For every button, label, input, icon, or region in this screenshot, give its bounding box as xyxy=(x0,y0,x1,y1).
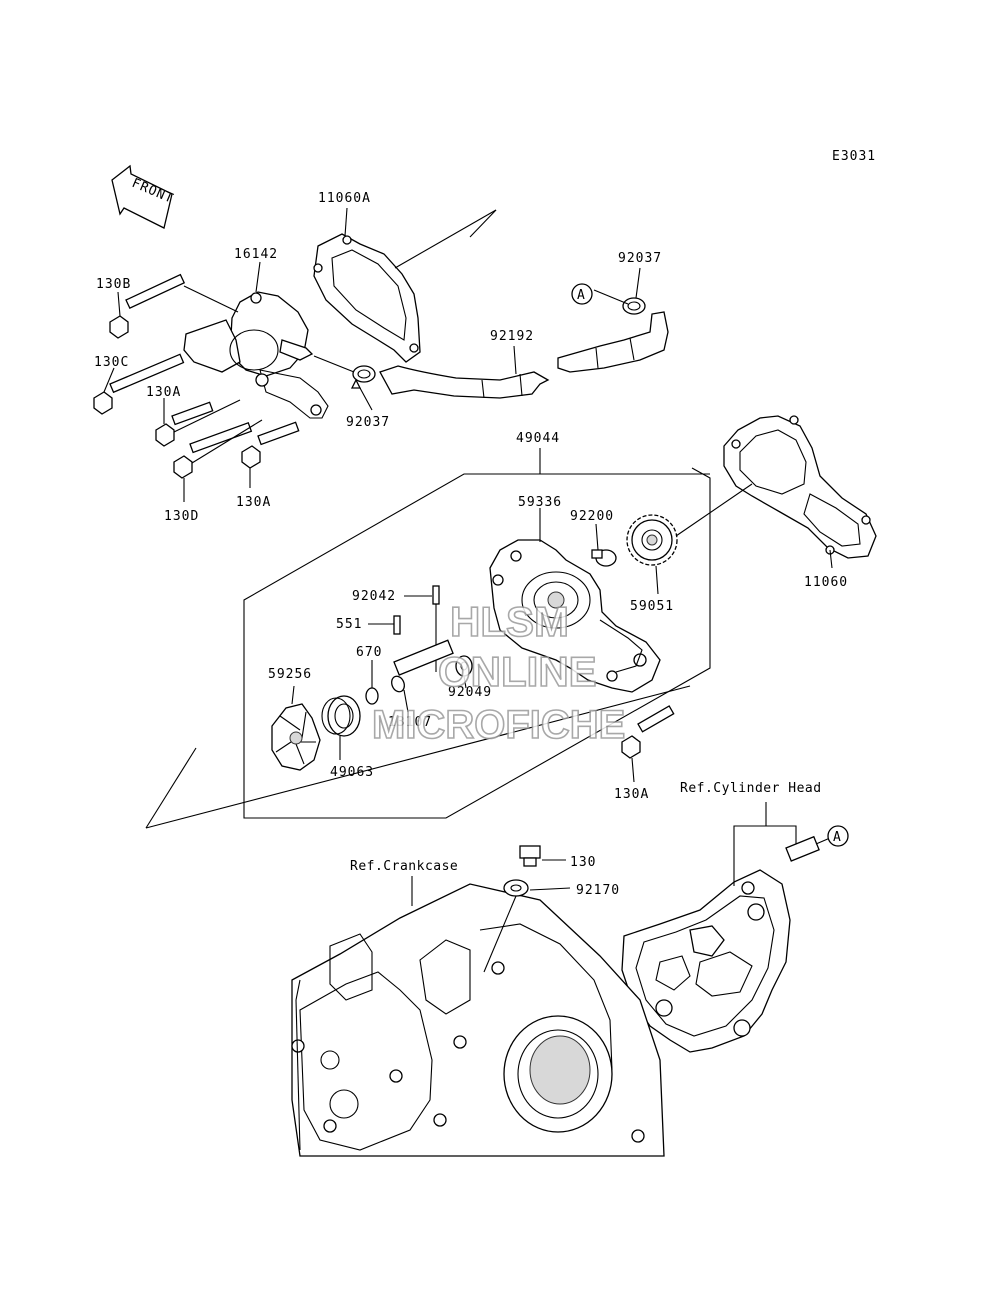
gasket-11060 xyxy=(675,415,877,569)
seal-92049 xyxy=(455,655,473,689)
washer-92200 xyxy=(591,523,617,567)
bolt-130c xyxy=(93,353,185,415)
fitting-ref xyxy=(785,835,831,862)
part-label-551: 551 xyxy=(336,617,362,632)
hose-92192 xyxy=(379,311,669,399)
part-label-13107: 13107 xyxy=(388,715,432,730)
part-label-11060: 11060 xyxy=(804,575,848,590)
impeller-59256 xyxy=(271,685,321,771)
pin-551 xyxy=(368,615,401,635)
callout-a-lower: A xyxy=(827,825,849,847)
cylinder-head-ref xyxy=(621,869,791,1053)
callout-a-upper: A xyxy=(571,283,593,305)
watermark-line-2: ONLINE xyxy=(438,648,597,695)
part-label-92170: 92170 xyxy=(576,883,620,898)
bolt-130b xyxy=(109,273,186,339)
front-arrow-icon: FRONT xyxy=(111,164,176,229)
callout-a-lower-label: A xyxy=(833,830,842,845)
oring-670 xyxy=(365,660,379,705)
part-label-670: 670 xyxy=(356,645,382,660)
part-label-130a-upper: 130A xyxy=(146,385,181,400)
part-label-49044: 49044 xyxy=(516,431,560,446)
part-label-49063: 49063 xyxy=(330,765,374,780)
shaft-13107 xyxy=(391,639,454,713)
callout-a-upper-label: A xyxy=(577,288,586,303)
crankcase-ref xyxy=(291,876,665,1157)
watermark: HLSM ONLINE MICROFICHE xyxy=(371,597,626,748)
pump-body-59336 xyxy=(489,508,661,693)
part-label-92200: 92200 xyxy=(570,509,614,524)
part-label-130a-lower: 130A xyxy=(236,495,271,510)
washer-92170 xyxy=(483,879,571,973)
part-label-59336: 59336 xyxy=(518,495,562,510)
ref-label-crankcase: Ref.Crankcase xyxy=(350,859,458,874)
part-label-92042: 92042 xyxy=(352,589,396,604)
part-label-16142: 16142 xyxy=(234,247,278,262)
part-label-11060a: 11060A xyxy=(318,191,371,206)
part-label-92037-left: 92037 xyxy=(346,415,390,430)
diagram-code: E3031 xyxy=(832,149,876,164)
part-label-130c: 130C xyxy=(94,355,129,370)
bolt-130a-upper xyxy=(155,398,214,447)
watermark-line-3: MICROFICHE xyxy=(372,703,625,747)
bolt-130a-body xyxy=(621,705,675,783)
gasket-11060a xyxy=(313,233,421,363)
part-label-130b: 130B xyxy=(96,277,131,292)
part-label-130d: 130D xyxy=(164,509,199,524)
part-label-59051: 59051 xyxy=(630,599,674,614)
part-label-59256: 59256 xyxy=(268,667,312,682)
bolt-130d xyxy=(173,421,253,502)
clamp-92037-right xyxy=(593,267,646,315)
part-label-130a-body: 130A xyxy=(614,787,649,802)
bolt-130a-lower xyxy=(241,421,300,488)
gear-59051 xyxy=(626,514,678,595)
watermark-line-1: HLSM xyxy=(450,598,569,645)
part-label-92192: 92192 xyxy=(490,329,534,344)
clamp-92037-left xyxy=(313,355,376,411)
part-label-92049: 92049 xyxy=(448,685,492,700)
part-label-92037-right: 92037 xyxy=(618,251,662,266)
ref-label-cylinder-head: Ref.Cylinder Head xyxy=(680,781,822,796)
mechanical-seal-49063 xyxy=(321,695,361,760)
plug-130 xyxy=(519,845,566,867)
part-label-130: 130 xyxy=(570,855,596,870)
